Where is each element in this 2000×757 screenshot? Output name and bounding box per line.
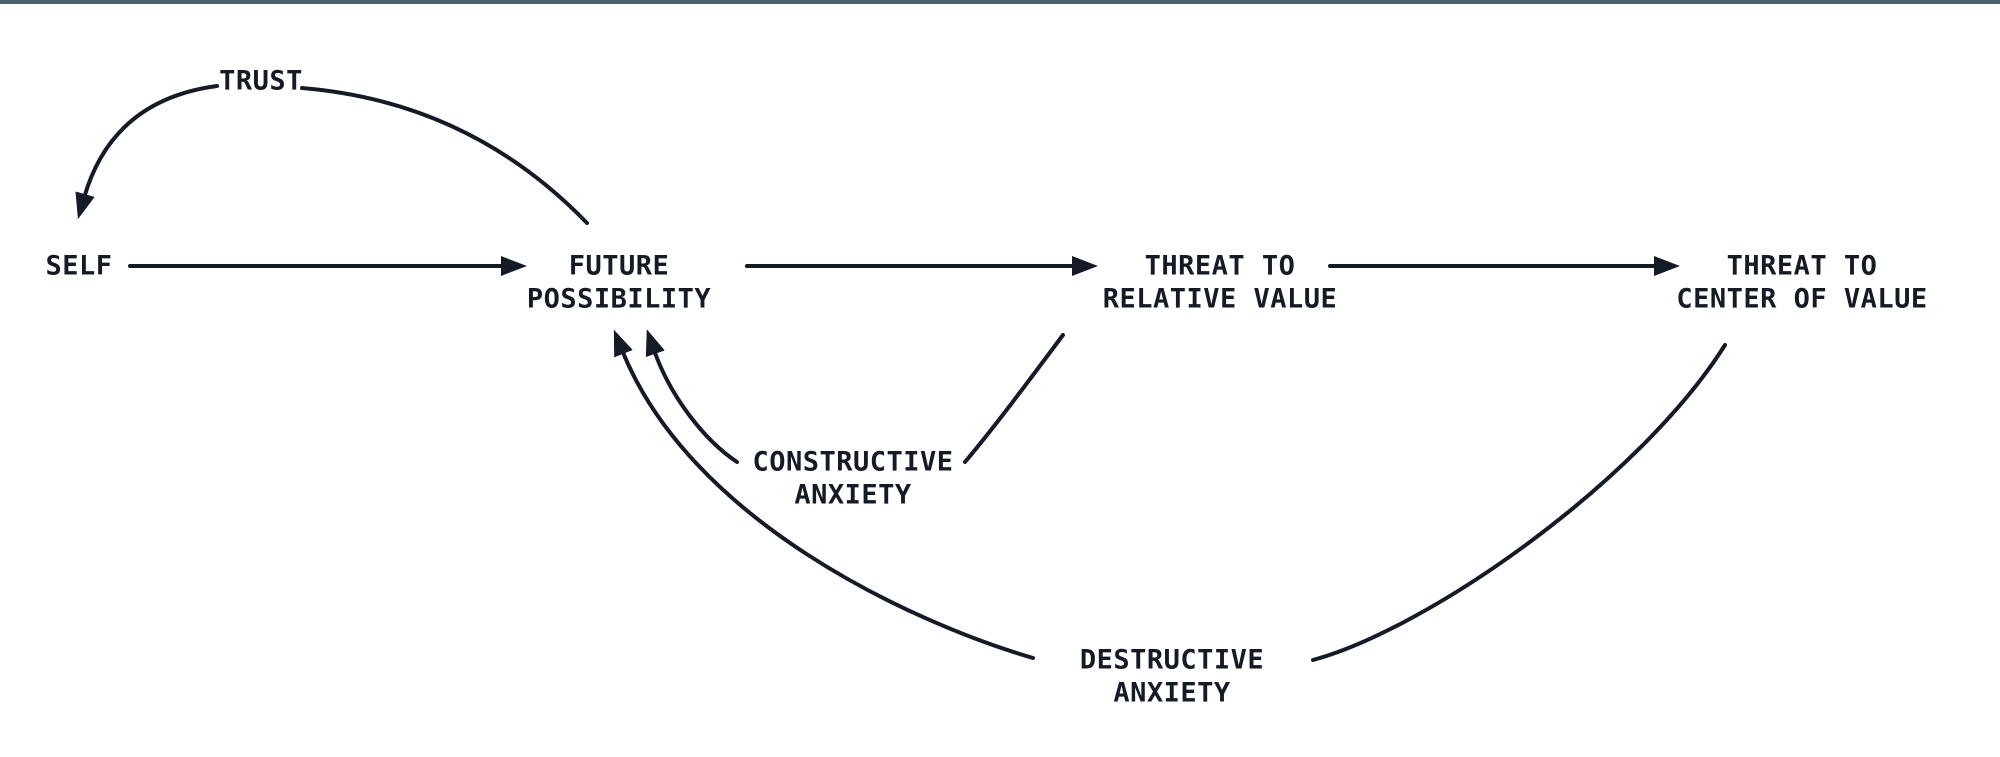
node-threat-to-relative-value-line1: THREAT TO [1145, 251, 1296, 282]
node-self: SELF [45, 251, 112, 282]
edge-constructive-anxiety-left [645, 329, 739, 464]
edge-label-constructive-anxiety-line2: ANXIETY [794, 480, 912, 511]
edge-trust-arc-left [75, 84, 219, 220]
node-threat-to-center-of-value-line2: CENTER OF VALUE [1676, 284, 1927, 315]
edge-label-trust: TRUST [219, 66, 303, 97]
edge-destructive-anxiety-right [1311, 343, 1727, 662]
edge-label-destructive-anxiety-line1: DESTRUCTIVE [1080, 645, 1264, 676]
node-future-possibility-line1: FUTURE [569, 251, 670, 282]
edge-destructive-anxiety-left [613, 329, 1035, 660]
edge-label-destructive-anxiety-line2: ANXIETY [1113, 678, 1231, 709]
top-border [0, 0, 2000, 4]
node-threat-to-center-of-value-line1: THREAT TO [1727, 251, 1878, 282]
edge-trust-arc-right [300, 86, 589, 225]
node-threat-to-relative-value-line2: RELATIVE VALUE [1103, 284, 1338, 315]
edge-label-constructive-anxiety-line1: CONSTRUCTIVE [752, 447, 953, 478]
node-future-possibility-line2: POSSIBILITY [527, 284, 712, 315]
edge-constructive-anxiety-right [963, 333, 1065, 464]
